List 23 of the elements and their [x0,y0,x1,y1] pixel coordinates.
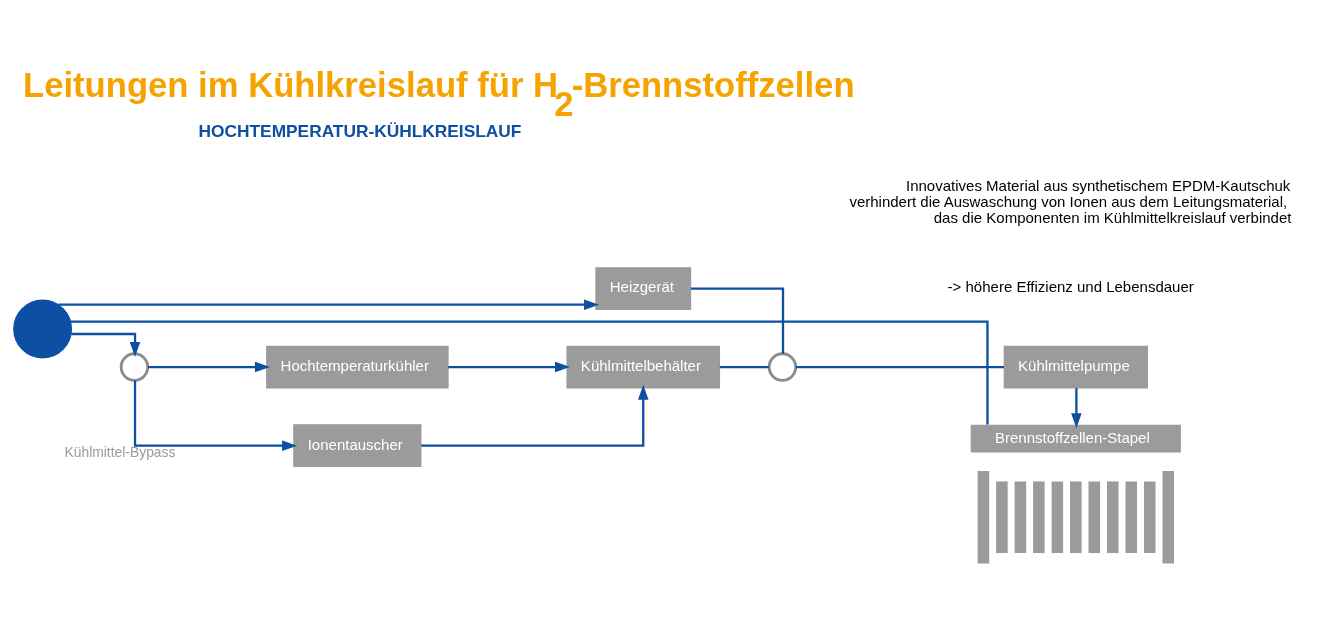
arrow [71,332,141,358]
label: Innovatives Material aus synthetischem EPDM-Kautschuk verhindert die Auswaschung von Ionen aus dem Leitungsmaterial, das die Komponenten im Kühlmittelkreislauf verbindet [849,176,1292,227]
node-box: Hochtemperaturkühler [266,345,449,389]
node-valve [119,352,150,382]
arrow [1071,388,1082,429]
node-valve [767,352,798,382]
arrow [133,380,298,451]
node-circle [13,299,73,359]
label: -> höhere Effizienz und Lebensdauer [947,278,1194,296]
arrow [448,361,571,373]
node-box: Kühlmittelbehälter [566,345,721,389]
label: HOCHTEMPERATUR-KÜHLKREISLAUF [198,120,522,141]
connector [795,365,1004,369]
arrow [421,384,649,447]
connector [690,287,785,354]
arrow [148,361,270,373]
node-box: Kühlmittelpumpe [1003,345,1148,389]
connector [719,365,769,369]
arrow [58,299,600,310]
node-box: Ionentauscher [293,424,422,467]
connector [70,320,989,425]
node-box: Heizgerät [595,267,692,310]
edge-label: Kühlmittel-Bypass [64,443,176,460]
